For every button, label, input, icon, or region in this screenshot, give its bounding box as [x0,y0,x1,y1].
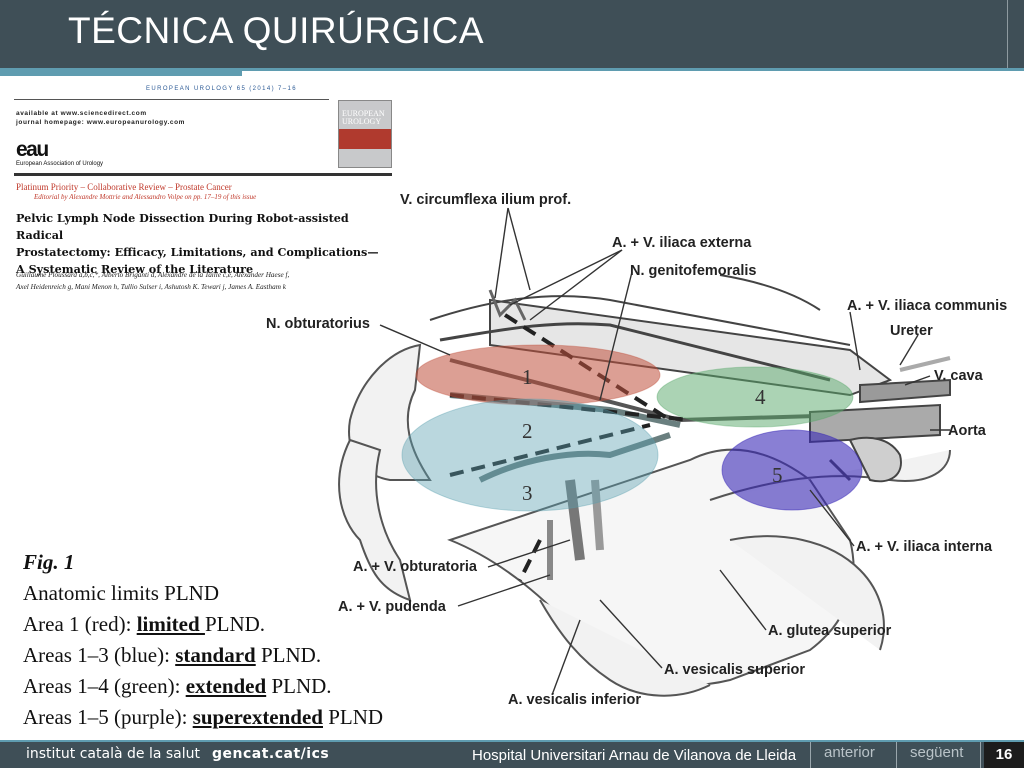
pnld-areas [401,344,863,512]
label-genitofemoralis: N. genitofemoralis [630,263,757,279]
header-right-column [1007,0,1024,68]
eau-logo: eau [16,138,49,161]
paper-title: Pelvic Lymph Node Dissection During Robo… [16,210,396,278]
caption-emphasis: standard [175,643,256,667]
caption-line: Areas 1–3 (blue): standard PLND. [23,640,383,671]
label-vesicalis-inferior: A. vesicalis inferior [508,692,641,708]
footer-separator [980,742,981,768]
available-text: available at www.sciencedirect.com [16,110,147,117]
label-iliaca-interna: A. + V. iliaca interna [856,539,993,555]
footer-bar: institut català de la salut gencat.cat/i… [0,742,1024,768]
gencat-link[interactable]: gencat.cat/ics [212,746,330,762]
area-5 [721,429,863,511]
previous-button[interactable]: anterior [824,744,875,761]
cover-band [339,129,391,149]
area-number: 3 [522,481,533,505]
page-number: 16 [984,742,1024,768]
next-button[interactable]: següent [910,744,964,761]
journal-citation: EUROPEAN UROLOGY 65 (2014) 7–16 [146,86,298,92]
association-name: European Association of Urology [16,161,104,167]
area-4 [656,366,854,428]
label-iliaca-communis: A. + V. iliaca communis [847,298,1007,314]
caption-text: Areas 1–4 (green): [23,674,186,698]
label-aorta: Aorta [948,423,987,439]
footer-top-line [0,740,1024,742]
label-ureter: Ureter [890,323,933,339]
leader-lines [379,207,950,696]
homepage-text: journal homepage: www.europeanurology.co… [16,119,186,126]
caption-text: PLND [323,705,384,729]
anatomy-diagram: 1 2 3 4 5 V. circumflexa ilium prof. A. … [266,192,1007,708]
caption-fig: Fig. 1 [23,550,75,574]
label-obturatoria: A. + V. obturatoria [353,559,478,575]
slide-title: TÉCNICA QUIRÚRGICA [68,10,485,51]
authors-line: Axel Heidenreich g, Mani Menon h, Tullio… [16,283,286,291]
ics-label: institut català de la salut [26,746,200,762]
caption-line: Areas 1–5 (purple): superextended PLND [23,702,383,733]
figure-caption: Fig. 1 Anatomic limits PLND Area 1 (red)… [23,547,383,733]
footer-separator [896,742,897,768]
label-obturatorius: N. obturatorius [266,316,370,332]
label-pudenda: A. + V. pudenda [338,599,447,615]
paper-title-line: A Systematic Review of the Literature [16,262,254,276]
label-iliaca-externa: A. + V. iliaca externa [612,235,752,251]
area-number: 2 [522,419,533,443]
label-glutea: A. glutea superior [768,623,892,639]
caption-emphasis: superextended [192,705,323,729]
label-vesicalis-superior: A. vesicalis superior [664,662,805,678]
footer-separator [810,742,811,768]
divider [14,173,392,176]
caption-line: Areas 1–4 (green): extended PLND. [23,671,383,702]
paper-title-line: Prostatectomy: Efficacy, Limitations, an… [16,245,379,259]
pelvis-outline [338,343,951,697]
caption-text: PLND. [266,674,332,698]
caption-emphasis: limited [136,612,205,636]
header-bar: TÉCNICA QUIRÚRGICA [0,0,1024,68]
caption-text: Area 1 (red): [23,612,137,636]
authors-line: Guillaume Ploussard a,b,c,*, Alberto Bri… [16,271,290,279]
area-number: 5 [772,463,783,487]
caption-text: PLND. [255,643,322,667]
hospital-name: Hospital Universitari Arnau de Vilanova … [472,747,797,764]
paper-title-line: Pelvic Lymph Node Dissection During Robo… [16,211,349,242]
caption-text: Areas 1–5 (purple): [23,705,193,729]
journal-cover: EUROPEAN UROLOGY [338,100,392,168]
paper-authors: Guillaume Ploussard a,b,c,*, Alberto Bri… [16,269,396,293]
divider [14,99,329,100]
label-circumflexa: V. circumflexa ilium prof. [400,192,571,208]
cover-title: EUROPEAN UROLOGY [342,109,385,126]
priority-line: Platinum Priority – Collaborative Review… [16,182,232,192]
caption-text: Areas 1–3 (blue): [23,643,176,667]
caption-emphasis: extended [185,674,267,698]
caption-line: Anatomic limits PLND [23,581,219,605]
area-2-3 [401,398,659,512]
caption-line: Area 1 (red): limited PLND. [23,609,383,640]
area-number: 4 [755,385,766,409]
label-cava: V. cava [934,368,984,384]
header-thin-line [242,68,1024,71]
header-accent-line [0,68,242,76]
area-number: 1 [522,365,533,389]
editorial-line: Editorial by Alexandre Mottrie and Aless… [34,193,257,201]
caption-text: PLND. [204,612,266,636]
paper-excerpt: EUROPEAN UROLOGY 65 (2014) 7–16 availabl… [14,82,398,297]
area-1 [415,344,661,406]
